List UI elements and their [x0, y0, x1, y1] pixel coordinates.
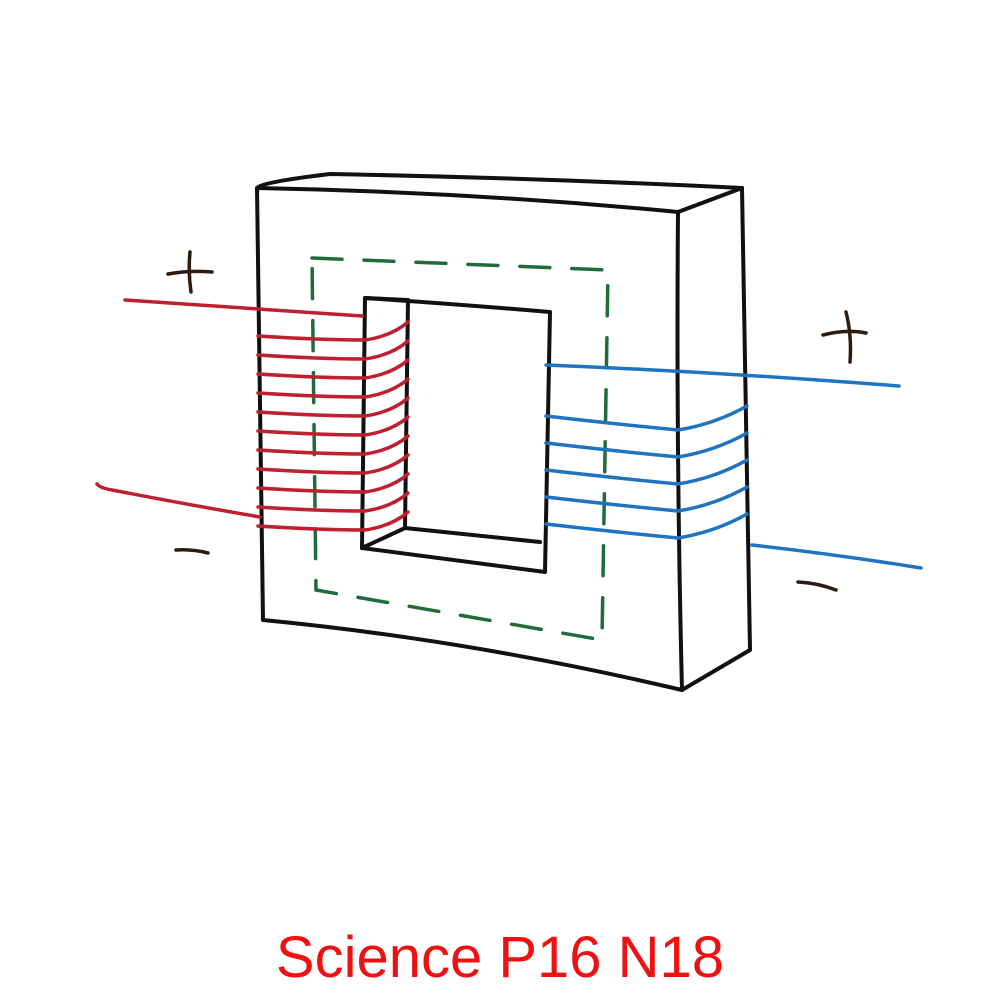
primary-coil-turns [256, 320, 410, 532]
secondary-lead-bottom [750, 543, 923, 570]
primary-coil-turn [256, 491, 410, 513]
primary-coil-turn [256, 453, 410, 475]
secondary-coil-turns [544, 404, 749, 540]
primary-minus-sign [174, 548, 210, 555]
primary-coil-turn [256, 339, 410, 361]
magnetic-flux-path [310, 256, 610, 643]
primary-plus-sign [166, 250, 214, 294]
secondary-coil-turn [544, 485, 749, 513]
secondary-coil [544, 363, 923, 570]
secondary-coil-turn [544, 404, 749, 432]
primary-lead-top [123, 298, 364, 318]
secondary-minus-sign [796, 580, 838, 592]
primary-coil-turn [256, 358, 410, 380]
secondary-coil-turn [544, 512, 749, 540]
primary-coil-turn [256, 472, 410, 494]
secondary-lead-top [544, 363, 901, 388]
core-top-face [255, 172, 744, 214]
core-front-face [255, 186, 684, 692]
primary-coil-turn [256, 510, 410, 532]
primary-coil-turn [256, 434, 410, 456]
caption: Science P16 N18 [275, 925, 725, 990]
secondary-coil-turn [544, 431, 749, 459]
secondary-plus-sign [821, 310, 868, 364]
transformer-core [255, 172, 752, 692]
primary-coil-turn [256, 415, 410, 437]
primary-lead-bottom [95, 482, 262, 519]
core-side-face [680, 186, 752, 692]
primary-coil-turn [256, 377, 410, 399]
core-window-depth-top [363, 296, 410, 530]
primary-coil [95, 298, 410, 532]
core-window [360, 296, 552, 574]
core-window-depth-bottom [360, 526, 542, 550]
secondary-coil-turn [544, 458, 749, 486]
primary-coil-turn [256, 320, 410, 342]
primary-coil-turn [256, 396, 410, 418]
